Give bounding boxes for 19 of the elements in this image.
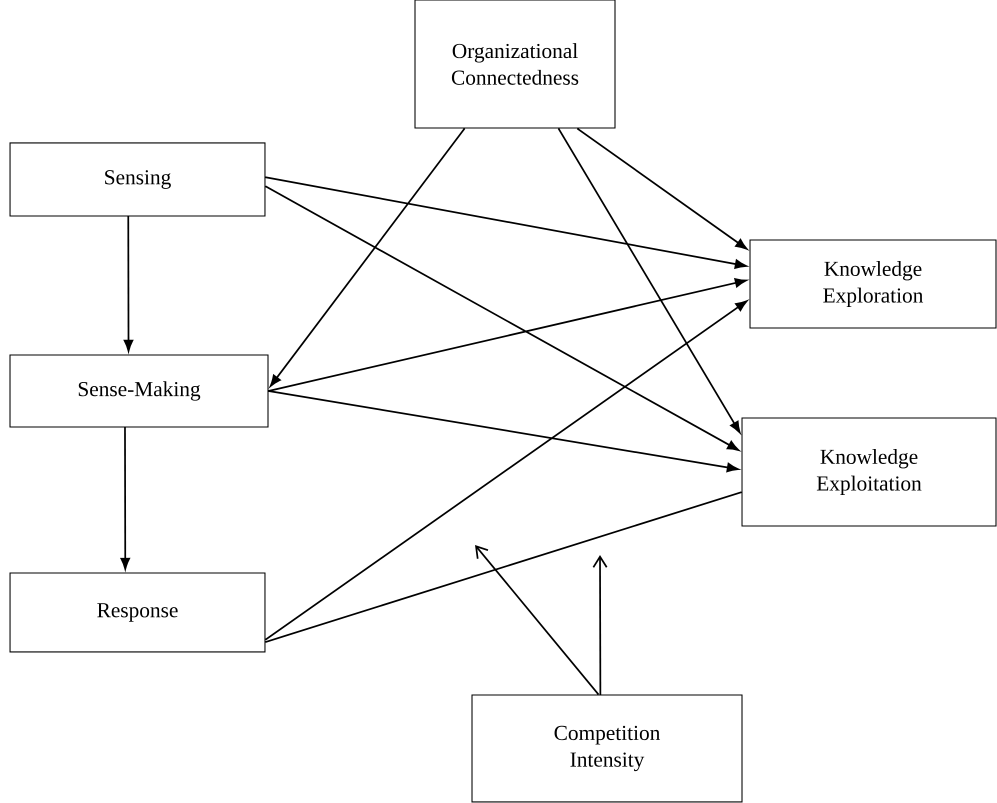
arrow [120, 428, 130, 570]
arrow [558, 128, 740, 434]
arrow [265, 185, 740, 451]
concept-box: Competition Intensity [471, 694, 743, 802]
arrow [270, 128, 466, 387]
concept-box: Organizational Connectedness [414, 0, 616, 129]
arrow [592, 554, 608, 694]
arrow [124, 216, 134, 352]
arrow [475, 544, 600, 696]
arrow [265, 300, 748, 640]
concept-box: Response [10, 572, 266, 652]
concept-box: Sense-Making [9, 354, 269, 428]
concept-box: Knowledge Exploitation [741, 417, 997, 527]
arrow [268, 278, 747, 392]
concept-box: Knowledge Exploration [749, 239, 997, 329]
concept-box: Sensing [10, 142, 266, 217]
arrow [576, 128, 748, 250]
arrow [268, 390, 739, 472]
arrow [265, 176, 747, 269]
